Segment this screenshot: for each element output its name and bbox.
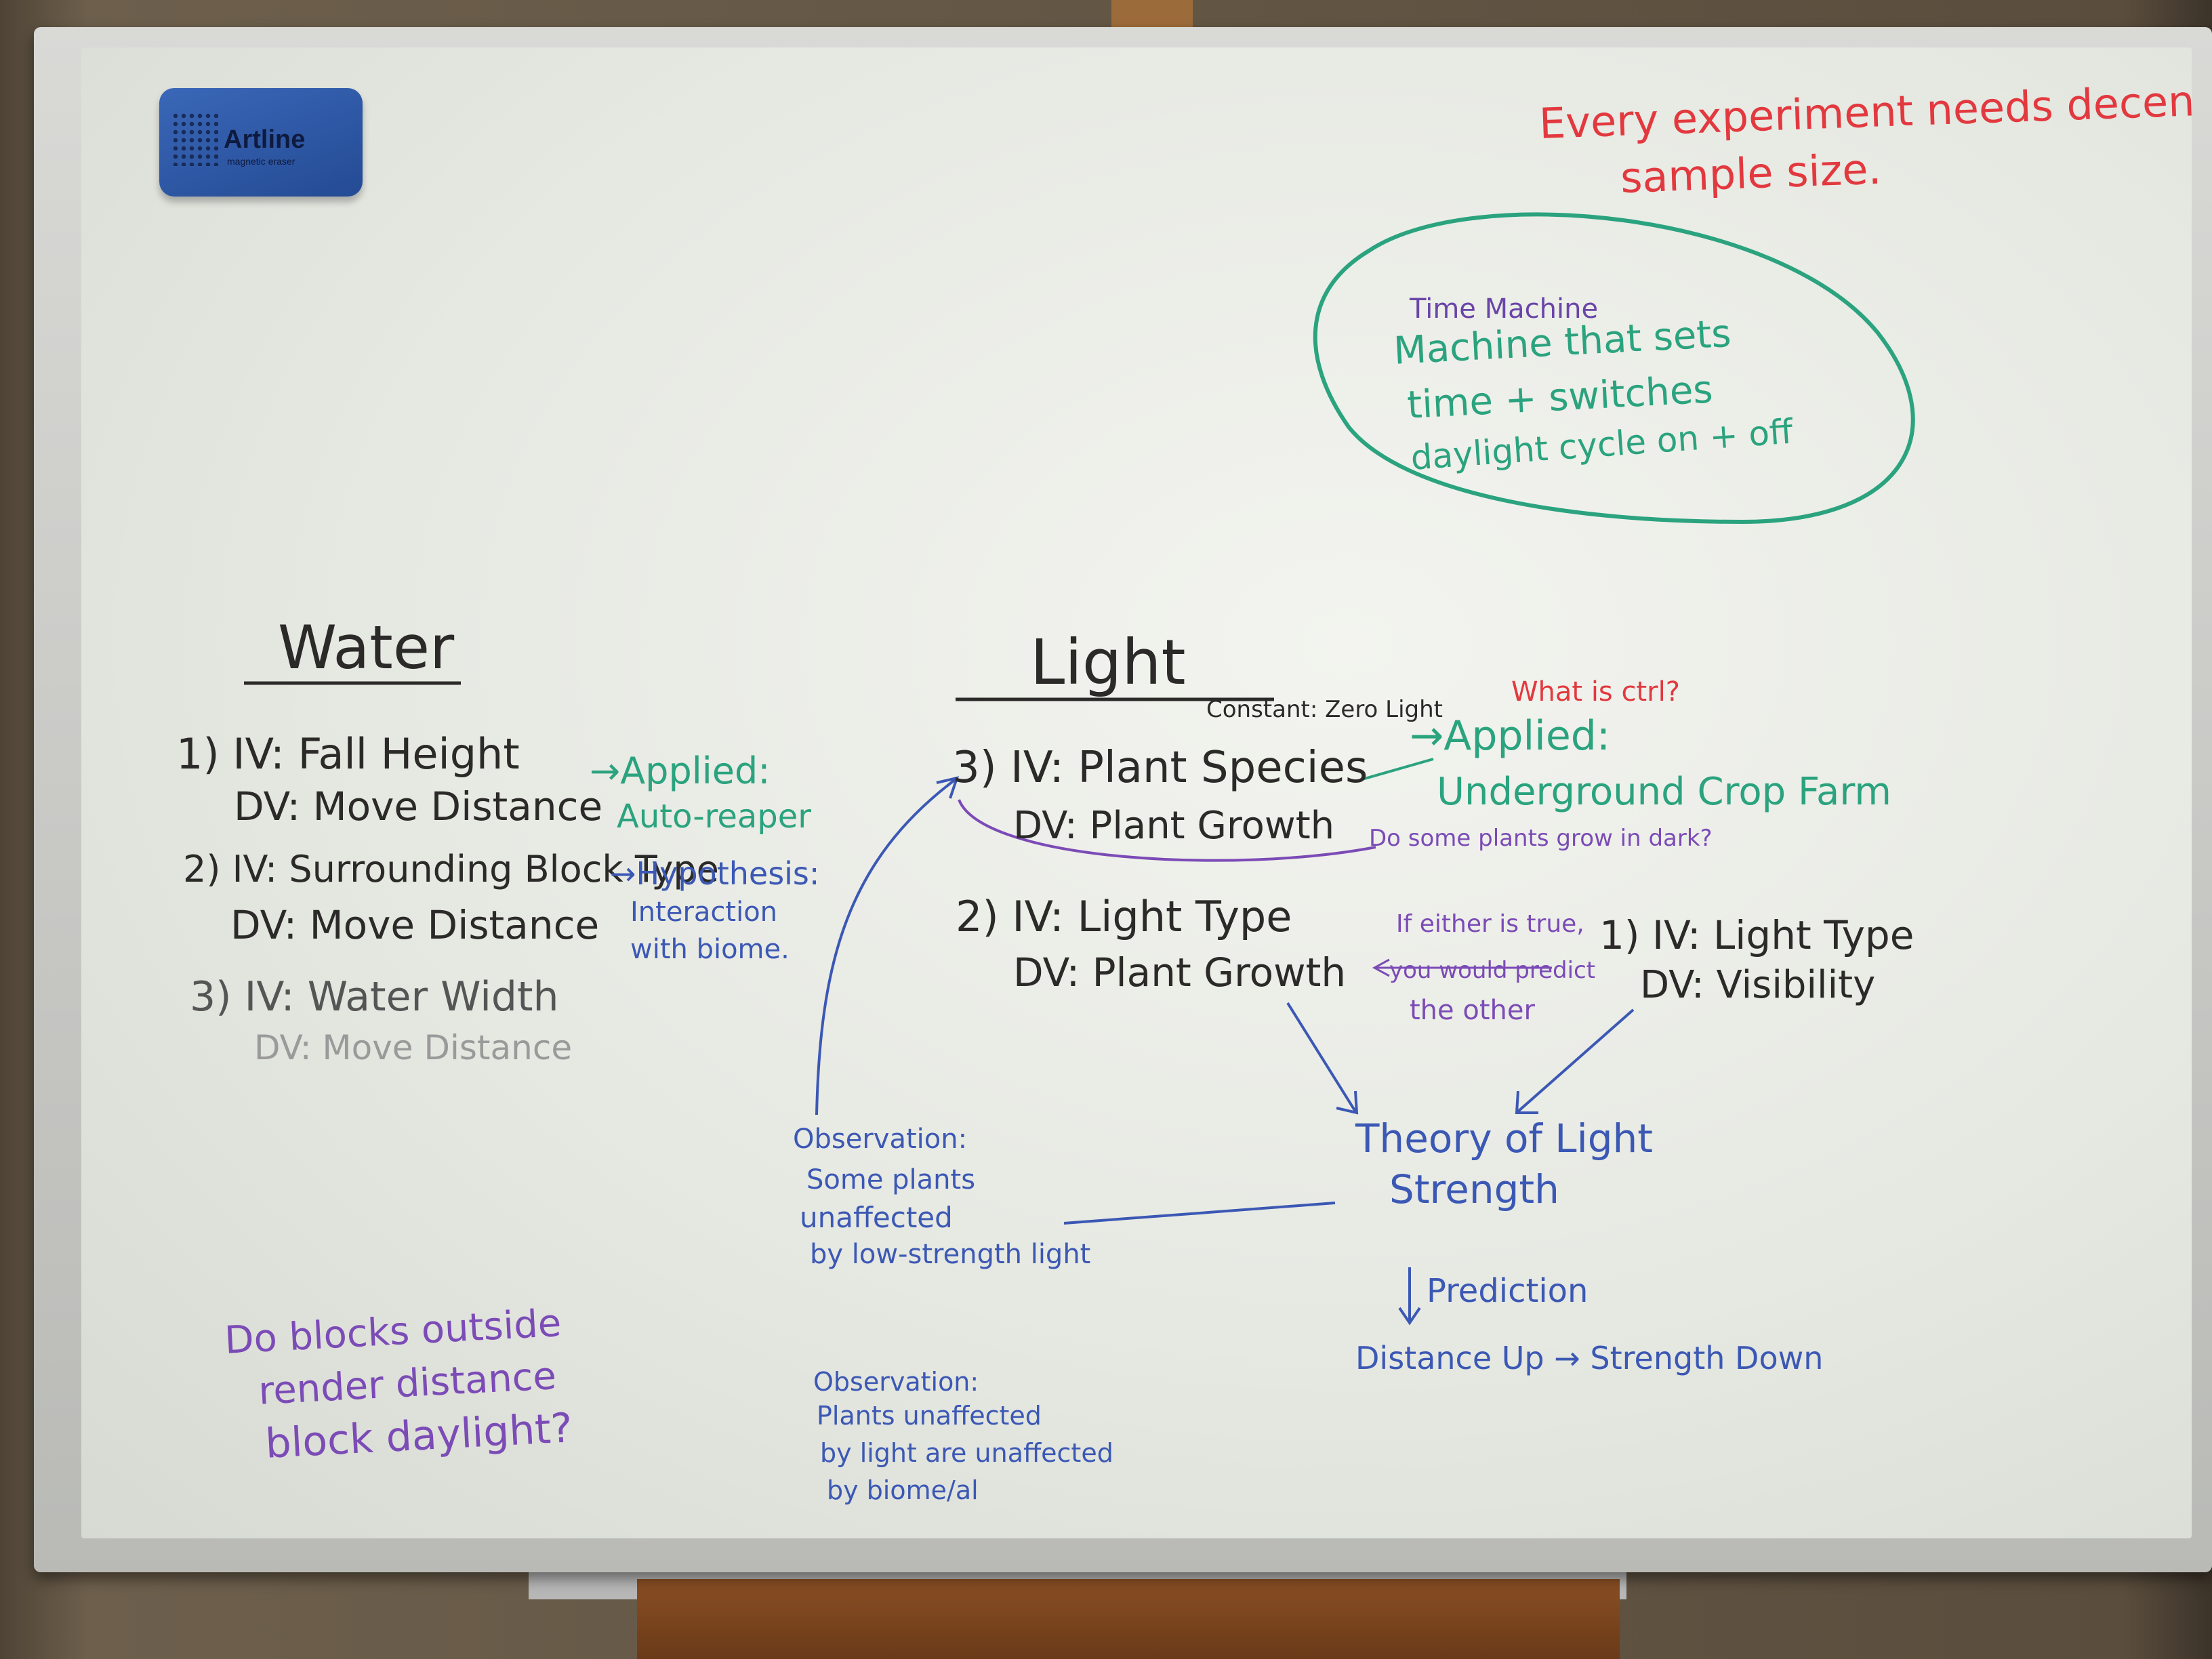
observation1-label: Observation: — [793, 1124, 968, 1155]
light-heading: Light — [1030, 626, 1186, 699]
lighttype-to-theory-arrow — [1286, 1002, 1357, 1113]
light-item2-iv: 2) IV: Light Type — [956, 892, 1292, 941]
observation-to-species-arrow — [815, 778, 957, 1115]
light-item3-dv: DV: Plant Growth — [1013, 804, 1335, 848]
visibility-to-theory-arrow — [1517, 1008, 1635, 1113]
time-machine-ellipse — [1313, 212, 1915, 525]
water-item1-applied-label: →Applied: — [590, 750, 771, 792]
water-item2-iv: 2) IV: Surrounding Block Type — [183, 848, 719, 890]
observation2-line3: by light are unaffected — [820, 1438, 1113, 1468]
eraser-subtitle: magnetic eraser — [227, 156, 295, 167]
easel-top-clip — [1111, 0, 1193, 27]
observation1-line3: unaffected — [800, 1201, 953, 1234]
light-either-note-line2: you would predict — [1389, 957, 1596, 984]
light-item3-applied-label: →Applied: — [1410, 712, 1611, 760]
light-item3-iv: 3) IV: Plant Species — [952, 743, 1368, 793]
light-item1-dv: DV: Visibility — [1640, 963, 1876, 1007]
observation2-line4: by biome/al — [827, 1475, 979, 1505]
observation2-line2: Plants unaffected — [817, 1401, 1042, 1431]
water-item1-iv: 1) IV: Fall Height — [176, 729, 520, 779]
water-item2-hypothesis-label: →Hypothesis: — [610, 855, 820, 892]
prediction-label: Prediction — [1427, 1272, 1589, 1310]
dark-question-arrow — [958, 799, 1376, 862]
water-heading: Water — [278, 613, 455, 682]
theory-line1: Theory of Light — [1355, 1115, 1654, 1162]
observation1-line4: by low-strength light — [810, 1239, 1091, 1270]
prediction-arrowhead — [1398, 1307, 1421, 1326]
marker-strokes — [244, 212, 1915, 1326]
sample-size-note-line2: sample size. — [1619, 144, 1883, 203]
water-item3-dv: DV: Move Distance — [254, 1028, 573, 1067]
light-item3-applied-value: Underground Crop Farm — [1437, 770, 1891, 814]
observation1-line2: Some plants — [806, 1164, 976, 1195]
observation2-label: Observation: — [813, 1367, 979, 1397]
light-item2-dv: DV: Plant Growth — [1013, 949, 1347, 996]
water-item3-iv: 3) IV: Water Width — [190, 973, 559, 1021]
water-item2-hypothesis-line2: Interaction — [630, 897, 778, 928]
water-item2-hypothesis-line3: with biome. — [630, 934, 790, 965]
theory-line2: Strength — [1389, 1166, 1559, 1212]
eraser-logo-icon — [171, 112, 219, 166]
time-machine-title: Time Machine — [1410, 293, 1599, 325]
whiteboard-frame: Artline magnetic eraser — [34, 27, 2212, 1572]
eraser-brand: Artline — [224, 125, 306, 154]
observation-arrowhead — [936, 776, 960, 799]
light-ctrl-question: What is ctrl? — [1511, 676, 1680, 708]
water-item2-dv: DV: Move Distance — [230, 902, 600, 948]
light-either-note-line1: If either is true, — [1396, 910, 1584, 938]
water-item1-dv: DV: Move Distance — [234, 783, 603, 830]
whiteboard-eraser: Artline magnetic eraser — [159, 88, 363, 197]
whiteboard-surface: Artline magnetic eraser — [81, 47, 2192, 1538]
visibility-arrowhead — [1515, 1090, 1538, 1114]
lighttype-arrowhead — [1336, 1090, 1359, 1115]
prediction-statement: Distance Up → Strength Down — [1355, 1340, 1824, 1376]
easel-ledge — [637, 1579, 1620, 1659]
water-item1-applied-value: Auto-reaper — [617, 798, 812, 836]
light-constant: Constant: Zero Light — [1206, 696, 1443, 723]
theory-to-observation-line — [1063, 1202, 1336, 1225]
light-dark-question: Do some plants grow in dark? — [1369, 825, 1713, 852]
light-either-note-line3: the other — [1410, 995, 1535, 1026]
either-note-arrowhead — [1372, 958, 1390, 977]
species-to-applied-arrow — [1361, 758, 1434, 781]
light-item1-iv: 1) IV: Light Type — [1599, 912, 1914, 958]
